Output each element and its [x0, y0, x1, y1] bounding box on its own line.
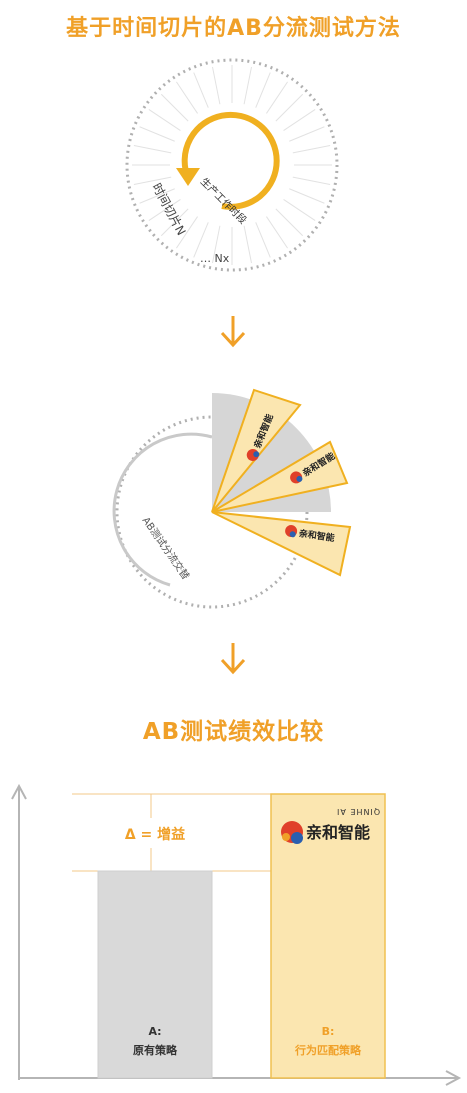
- dial-spoke: [266, 216, 288, 249]
- bar-b-strategy: 行为匹配策略: [295, 1044, 361, 1057]
- dial-spoke: [148, 199, 181, 221]
- bar-b-letter: B:: [321, 1025, 335, 1038]
- dial-spoke: [283, 199, 316, 221]
- dial-spoke: [266, 81, 288, 114]
- x-axis-arrow-icon: [445, 1070, 462, 1086]
- dial-spoke: [139, 126, 175, 142]
- dial-spoke: [193, 222, 209, 258]
- down-arrow-1: [220, 316, 246, 348]
- qinhe-logo: QINHE AI 亲和智能: [278, 807, 382, 853]
- time-slice-dial: 生产工作时段 时间切片N … Nx: [125, 58, 339, 272]
- logo-chinese-text: 亲和智能: [306, 823, 371, 842]
- wedge-2: [211, 440, 349, 513]
- dial-spoke: [243, 225, 252, 264]
- dial-dotted-ring: [125, 58, 339, 272]
- dial-spoke: [292, 176, 331, 185]
- dial-spoke: [212, 225, 221, 264]
- dial-spokes: [132, 65, 332, 265]
- dial-spoke: [160, 93, 189, 122]
- dial-spoke: [176, 81, 198, 114]
- dial-spoke: [243, 66, 252, 105]
- comparison-title: AB测试绩效比较: [142, 719, 325, 745]
- bar-a-letter: A:: [148, 1025, 162, 1038]
- dial-spoke: [176, 216, 198, 249]
- dial-spoke: [139, 188, 175, 204]
- dial-spoke: [212, 66, 221, 105]
- dial-spoke: [275, 93, 304, 122]
- dial-spoke: [193, 72, 209, 108]
- gain-label: Δ = 增益: [124, 827, 186, 843]
- bar-a-strategy: 原有策略: [133, 1044, 177, 1057]
- dial-spoke: [133, 176, 172, 185]
- cycle-arrowhead: [176, 168, 200, 186]
- dial-spoke: [148, 109, 181, 131]
- dial-spoke: [289, 126, 325, 142]
- time-slice-tail-label: … Nx: [200, 252, 230, 265]
- split-inner-arc: [112, 432, 213, 587]
- ab-split-diagram: 亲和智能 亲和智能 亲和智能 AB测试分流交替: [112, 388, 352, 609]
- ab-alternation-label: AB测试分流交替: [140, 514, 193, 582]
- page-title: 基于时间切片的AB分流测试方法: [66, 16, 401, 41]
- dial-spoke: [160, 208, 189, 237]
- bar-a: [97, 870, 213, 1079]
- bar-a-label: A: 原有策略: [98, 1022, 212, 1060]
- cycle-arc: [181, 111, 280, 210]
- wedge-3: [211, 511, 352, 577]
- comparison-chart: [11, 783, 462, 1086]
- dial-spoke: [292, 145, 331, 154]
- dial-spoke: [133, 145, 172, 154]
- down-arrow-2: [220, 643, 246, 675]
- bar-b-label: B: 行为匹配策略: [271, 1022, 385, 1060]
- dial-spoke: [283, 109, 316, 131]
- time-slice-label: 时间切片N: [149, 181, 188, 238]
- y-axis-arrow-icon: [11, 783, 27, 800]
- dial-spoke: [255, 72, 271, 108]
- qinhe-logo-icon: [281, 821, 303, 844]
- dial-spoke: [275, 208, 304, 237]
- dial-spoke: [255, 222, 271, 258]
- dial-spoke: [289, 188, 325, 204]
- work-period-label: 生产工作时段: [198, 175, 250, 227]
- logo-english-text: QINHE AI: [336, 807, 381, 816]
